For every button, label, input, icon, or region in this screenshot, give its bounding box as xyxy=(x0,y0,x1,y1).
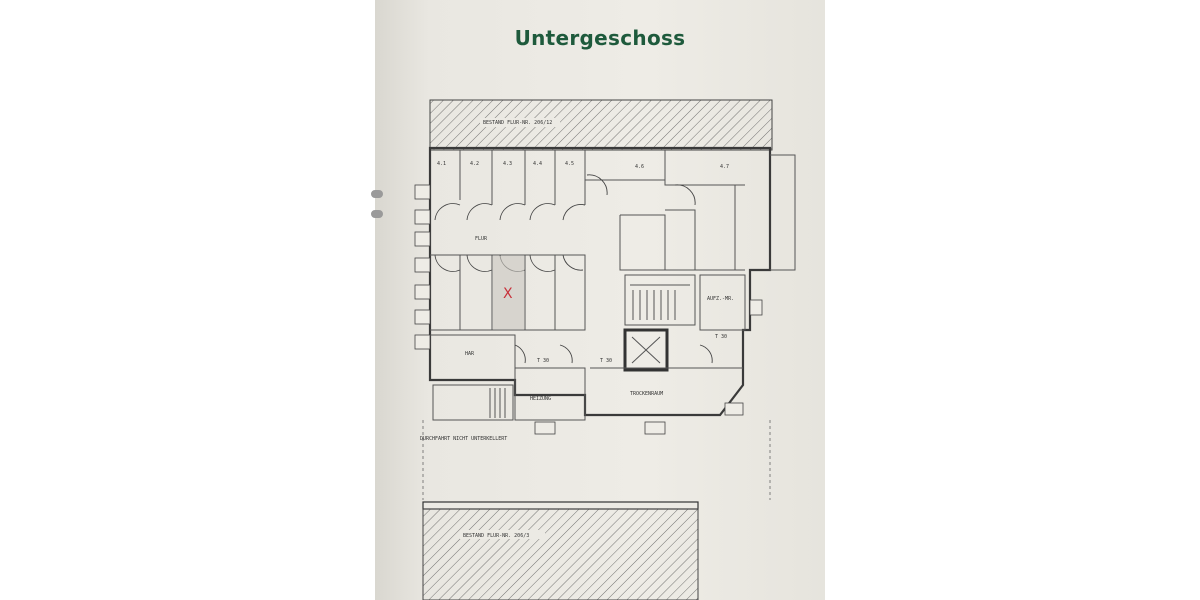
lift-machine-label: AUFZ.-MR. xyxy=(707,296,734,302)
binder-ring xyxy=(371,210,383,218)
windows xyxy=(414,184,763,435)
entrance-stair xyxy=(432,384,514,421)
room-lift-machine xyxy=(699,274,746,331)
doors xyxy=(434,174,696,272)
svg-text:4.5: 4.5 xyxy=(565,161,574,167)
staircase xyxy=(624,274,696,326)
elevator xyxy=(623,328,669,372)
room-har-label: HAR xyxy=(465,351,475,357)
door-rating: T 30 xyxy=(715,334,727,340)
corridor-label: FLUR xyxy=(475,236,488,242)
door-rating: T 30 xyxy=(537,358,549,364)
svg-text:4.3: 4.3 xyxy=(503,161,512,167)
side-structure xyxy=(770,154,796,271)
floor-plan: BESTAND FLUR-NR. 206/12 4.1 4.2 4.3 4.4 4.… xyxy=(414,99,796,600)
selection-marker: X xyxy=(503,286,513,302)
binder-ring xyxy=(371,190,383,198)
svg-text:4.2: 4.2 xyxy=(470,161,479,167)
room-heating xyxy=(514,367,586,421)
document-page: Untergeschoss BESTAND FLUR-NR. 206/12 4.… xyxy=(371,0,825,600)
inner-rooms xyxy=(619,209,745,271)
svg-text:4.6: 4.6 xyxy=(635,164,644,170)
page-title: Untergeschoss xyxy=(514,26,686,50)
room-har xyxy=(430,334,516,380)
building-outline xyxy=(428,146,772,417)
storage-rooms-bottom xyxy=(430,254,586,331)
drying-label: TROCKENRAUM xyxy=(630,391,663,397)
heating-label: HEIZUNG xyxy=(530,396,551,402)
top-neighbor-label: BESTAND FLUR-NR. 206/12 xyxy=(483,120,552,126)
passage-note: DURCHFAHRT NICHT UNTERKELLERT xyxy=(420,436,507,442)
doors-lower xyxy=(514,344,713,364)
storage-rooms-top: 4.1 4.2 4.3 4.4 4.5 4.6 4.7 xyxy=(437,150,745,270)
highlighted-storage-room xyxy=(493,256,524,329)
svg-text:4.7: 4.7 xyxy=(720,164,729,170)
door-rating: T 30 xyxy=(600,358,612,364)
neighbor-parcel-bottom xyxy=(422,508,699,600)
bottom-neighbor-label: BESTAND FLUR-NR. 206/3 xyxy=(463,533,529,539)
svg-text:4.4: 4.4 xyxy=(533,161,542,167)
svg-text:4.1: 4.1 xyxy=(437,161,446,167)
